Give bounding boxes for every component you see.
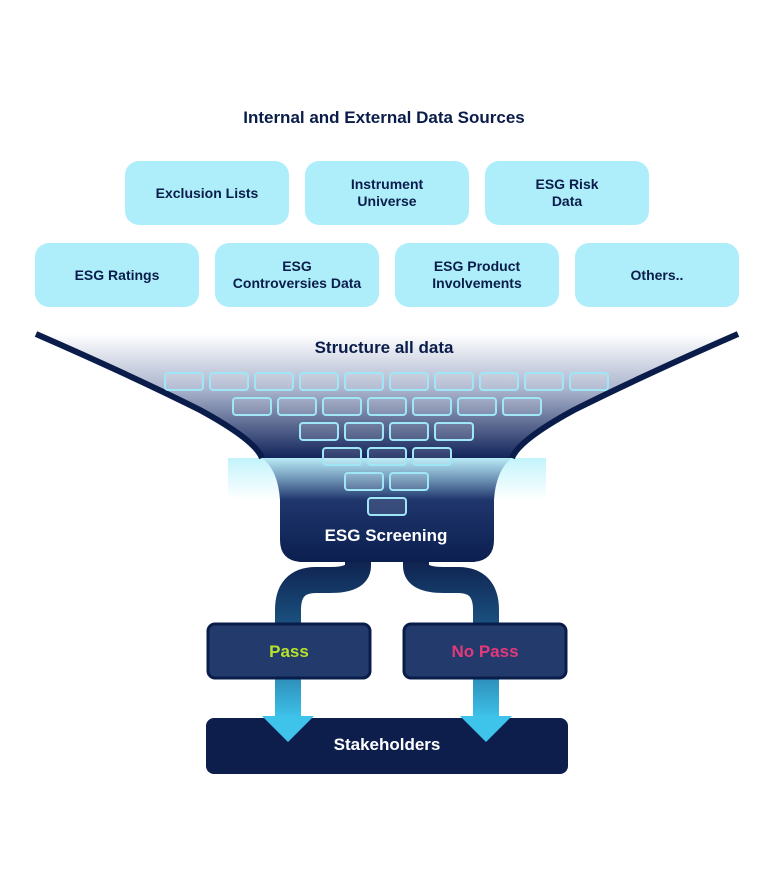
data-bricks — [164, 372, 609, 516]
source-box-exclusion-lists: Exclusion Lists — [125, 161, 289, 225]
source-box-esg-ratings: ESG Ratings — [35, 243, 199, 307]
source-box-esg-risk-data: ESG Risk Data — [485, 161, 649, 225]
pass-arrow-head — [262, 716, 314, 742]
no-pass-arrow-head — [460, 716, 512, 742]
source-box-esg-product-involvements: ESG Product Involvements — [395, 243, 559, 307]
funnel-outline-left — [34, 331, 265, 460]
page-title: Internal and External Data Sources — [243, 108, 525, 127]
source-box-esg-controversies: ESG Controversies Data — [215, 243, 379, 307]
no-pass-box — [402, 622, 568, 680]
source-box-others: Others.. — [575, 243, 739, 307]
no-pass-path — [403, 562, 499, 718]
screening-label: ESG Screening — [324, 526, 448, 545]
pass-box — [206, 622, 372, 680]
funnel-label: Structure all data — [314, 338, 454, 357]
pass-path — [275, 562, 371, 718]
stakeholders-label: Stakeholders — [333, 735, 441, 754]
no-pass-label: No Pass — [451, 642, 519, 661]
source-box-instrument-universe: Instrument Universe — [305, 161, 469, 225]
pass-label: Pass — [269, 642, 309, 661]
funnel-outline-right — [509, 331, 740, 460]
